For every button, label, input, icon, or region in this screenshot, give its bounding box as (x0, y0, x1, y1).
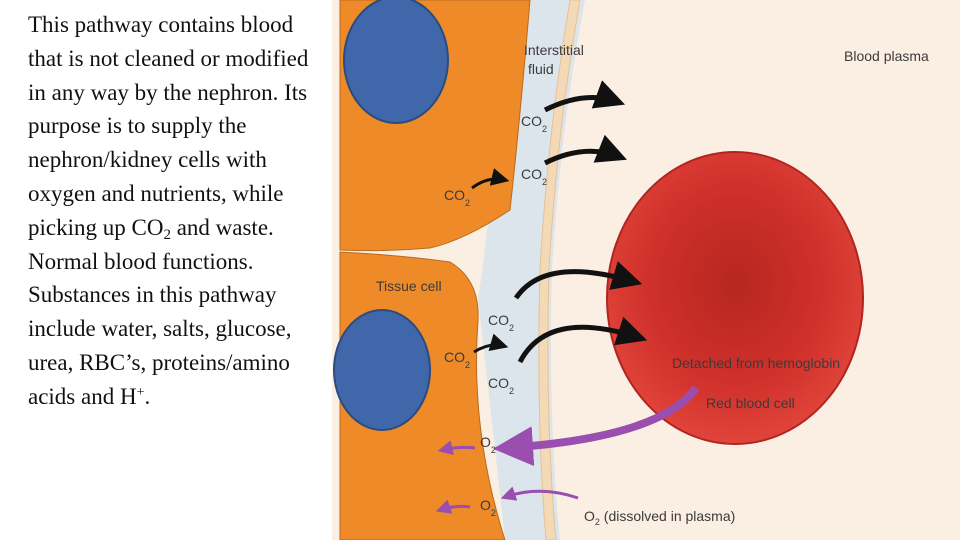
interstitial-label-line1: Interstitial (524, 42, 584, 58)
co2-arrow-3 (471, 168, 510, 190)
red-blood-cell-label: Red blood cell (706, 395, 795, 411)
o2-arrow-small-2 (435, 499, 471, 514)
o2-arrow-dissolved (500, 486, 579, 501)
o2-sub: 2 (491, 508, 496, 518)
description-paragraph: This pathway contains blood that is not … (28, 8, 328, 414)
h-plus-superscript: + (136, 384, 145, 400)
o2-main: O (480, 434, 491, 450)
co2-sub: 2 (509, 386, 514, 396)
nucleus-lower (333, 309, 431, 431)
paragraph-text-2: and waste. Normal blood functions. Subst… (28, 214, 292, 409)
paragraph-text-3: . (144, 383, 151, 409)
co2-label-1: CO2 (521, 113, 547, 134)
co2-sub: 2 (465, 198, 470, 208)
blood-plasma-label: Blood plasma (844, 48, 929, 64)
co2-subscript: 2 (163, 226, 171, 243)
o2-dissolved-label: O2 (dissolved in plasma) (584, 508, 735, 527)
co2-main: CO (488, 312, 509, 328)
co2-main: CO (521, 113, 542, 129)
co2-main: CO (488, 375, 509, 391)
co2-arrow-1 (543, 80, 626, 113)
co2-arrow-5 (473, 333, 509, 354)
co2-label-6: CO2 (488, 375, 514, 396)
o2-arrow-large (493, 385, 700, 467)
co2-sub: 2 (509, 323, 514, 333)
co2-arrow-6 (517, 316, 648, 364)
nucleus-upper (343, 0, 449, 124)
detached-hemoglobin-label: Detached from hemoglobin (672, 355, 840, 371)
o2-arrow-small-1 (437, 440, 476, 456)
o2-main: O (480, 497, 491, 513)
co2-arrow-2 (543, 134, 627, 166)
o2-label-1: O2 (480, 434, 496, 455)
paragraph-text-1: This pathway contains blood that is not … (28, 12, 309, 240)
co2-label-5: CO2 (444, 349, 470, 370)
o2-dissolved-o: O (584, 508, 595, 524)
co2-label-2: CO2 (521, 166, 547, 187)
co2-main: CO (521, 166, 542, 182)
co2-main: CO (444, 349, 465, 365)
co2-main: CO (444, 187, 465, 203)
endothelial-lining (538, 0, 581, 540)
co2-label-3: CO2 (444, 187, 470, 208)
o2-sub: 2 (491, 445, 496, 455)
co2-arrow-4 (513, 261, 643, 300)
co2-sub: 2 (542, 124, 547, 134)
red-blood-cell (606, 151, 864, 445)
interstitial-label-line2: fluid (528, 61, 554, 77)
co2-label-4: CO2 (488, 312, 514, 333)
o2-label-2: O2 (480, 497, 496, 518)
co2-sub: 2 (542, 177, 547, 187)
tissue-cell-label: Tissue cell (376, 278, 442, 294)
o2-dissolved-sub: 2 (595, 517, 600, 527)
o2-dissolved-rest: (dissolved in plasma) (600, 508, 735, 524)
co2-sub: 2 (465, 360, 470, 370)
